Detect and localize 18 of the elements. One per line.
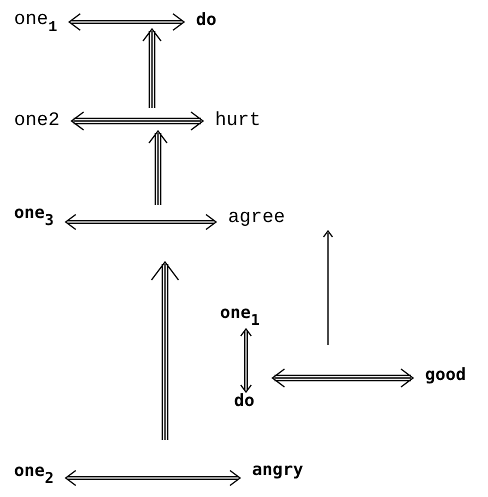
arrow (64, 214, 218, 230)
term-label: one$_{3}$ (14, 205, 54, 228)
term-label: one$_{2}$ (14, 463, 54, 486)
term-label: one$_{1}$ (220, 305, 260, 328)
arrow (64, 470, 242, 486)
term-label: one2 (14, 111, 60, 130)
term-label: angry (252, 462, 304, 479)
arrow (240, 328, 252, 394)
term-label: hurt (215, 111, 261, 130)
term-label: agree (228, 208, 286, 227)
term-label: do (196, 12, 216, 29)
arrow (70, 111, 204, 131)
arrow (322, 230, 334, 346)
term-label: do (234, 393, 254, 410)
arrow (271, 368, 414, 388)
arrow (68, 13, 186, 31)
term-label: one$_{1}$ (14, 10, 58, 35)
term-label: good (425, 367, 466, 384)
